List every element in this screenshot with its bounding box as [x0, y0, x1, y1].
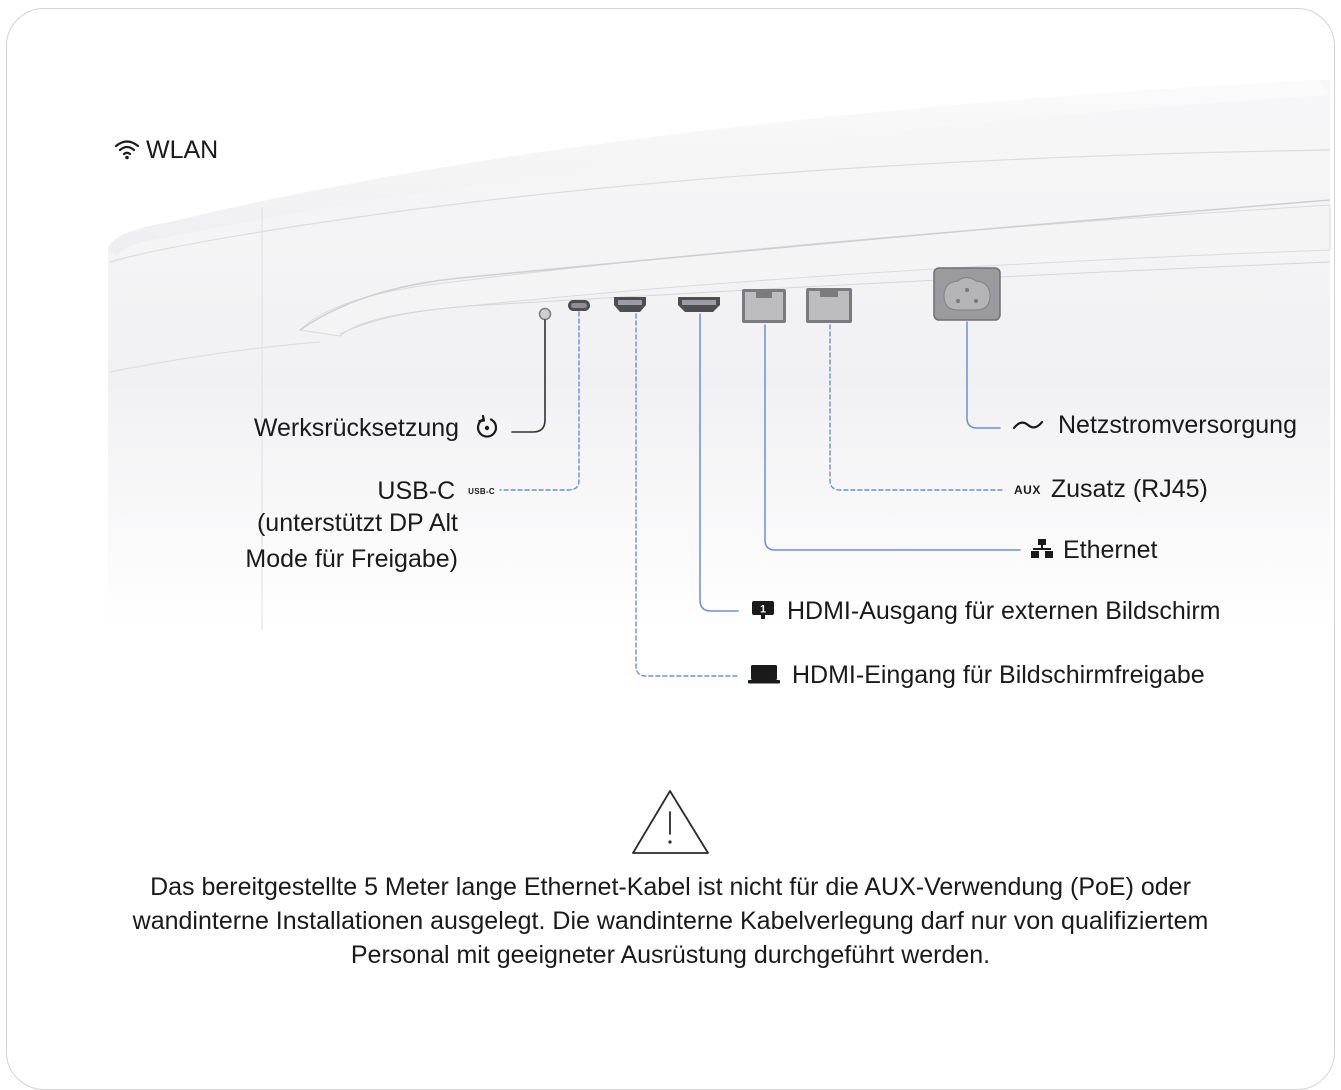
aux-text: Zusatz (RJ45)	[1050, 475, 1208, 503]
ethernet-text: Ethernet	[1063, 536, 1158, 564]
aux-label: AUX Zusatz (RJ45)	[1014, 474, 1208, 505]
laptop-icon	[748, 665, 780, 684]
port-hdmi-out	[678, 297, 720, 312]
port-usbc	[568, 300, 590, 311]
hdmi-in-label: HDMI-Eingang für Bildschirmfreigabe	[748, 660, 1205, 690]
wlan-label: WLAN	[114, 135, 218, 165]
wlan-text: WLAN	[146, 136, 219, 164]
usbc-note-line-2: Mode für Freigabe)	[100, 544, 458, 574]
leader-ethernet	[764, 324, 1021, 551]
leader-usbc	[499, 311, 580, 491]
power-label: Netzstromversorgung	[1012, 410, 1297, 440]
leader-hdmi-in	[635, 313, 739, 677]
monitor-1-icon: 1	[752, 601, 774, 620]
usbc-note-text-1: (unterstützt DP Alt	[256, 509, 458, 537]
leader-aux	[829, 324, 1003, 491]
usbc-label: USB-C USB-C	[150, 476, 495, 507]
usbc-text: USB-C	[377, 477, 456, 505]
hdmi-out-text: HDMI-Ausgang für externen Bildschirm	[787, 597, 1221, 625]
wifi-icon	[114, 140, 140, 160]
leader-hdmi-out	[699, 313, 739, 612]
power-text: Netzstromversorgung	[1058, 411, 1297, 439]
port-power	[933, 267, 1001, 321]
warning-notice: Das bereitgestellte 5 Meter lange Ethern…	[0, 870, 1341, 972]
warning-triangle-icon	[632, 790, 709, 854]
network-icon	[1031, 539, 1053, 559]
leader-lines	[499, 311, 1021, 677]
warning-text: Das bereitgestellte 5 Meter lange Ethern…	[132, 873, 1209, 969]
reset-icon	[476, 415, 498, 439]
ac-power-icon	[1012, 421, 1044, 430]
device-rear-illustration	[108, 80, 1331, 854]
leader-reset	[511, 319, 546, 433]
aux-badge: AUX	[1014, 483, 1041, 498]
port-reset-pinhole	[538, 307, 552, 321]
usbc-note-text-2: Mode für Freigabe)	[245, 545, 458, 573]
ethernet-label: Ethernet	[1031, 535, 1158, 565]
port-aux	[806, 288, 852, 323]
reset-text: Werksrücksetzung	[253, 414, 460, 442]
hdmi-in-text: HDMI-Eingang für Bildschirmfreigabe	[792, 661, 1205, 689]
reset-label: Werksrücksetzung	[150, 413, 500, 443]
hdmi-out-label: 1 HDMI-Ausgang für externen Bildschirm	[751, 596, 1221, 626]
port-ethernet	[742, 289, 786, 323]
device-body	[108, 80, 1331, 630]
leader-power	[966, 321, 1001, 429]
usbc-note-line-1: (unterstützt DP Alt	[100, 508, 458, 538]
svg-text:1: 1	[760, 604, 766, 616]
port-hdmi-in	[614, 297, 646, 312]
usbc-icon: USB-C	[468, 487, 495, 497]
